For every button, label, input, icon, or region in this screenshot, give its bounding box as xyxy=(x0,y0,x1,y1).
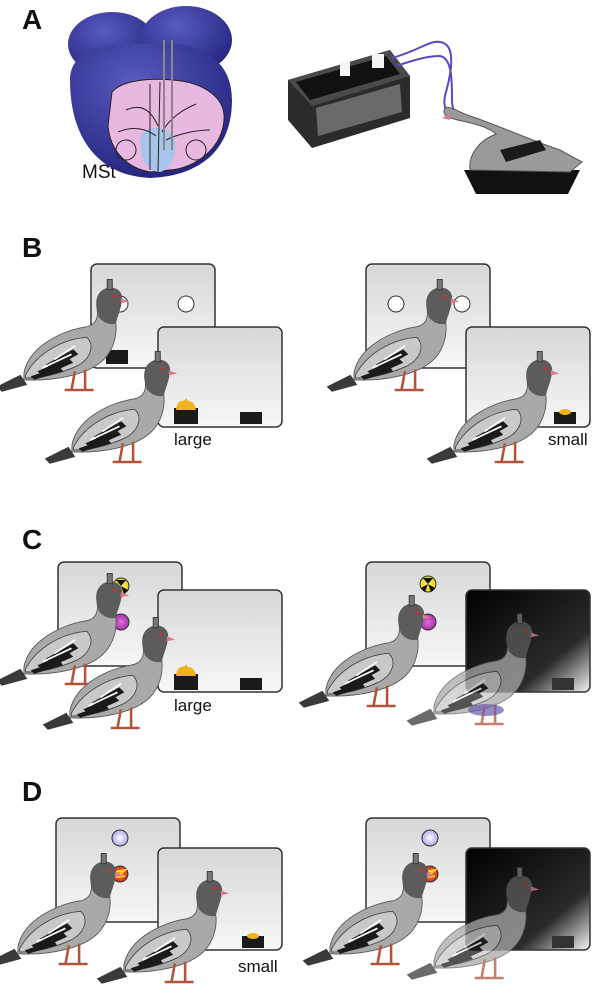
food-large-icon xyxy=(176,398,196,410)
panel-d-right-trial xyxy=(303,817,591,980)
reward-label-b-right: small xyxy=(548,430,588,449)
stimulus-circle xyxy=(387,295,405,313)
panel-letter-c: C xyxy=(22,524,43,555)
food-large-icon xyxy=(176,664,196,676)
panel-letter-d: D xyxy=(22,776,43,807)
reward-label-b-left: large xyxy=(174,430,212,449)
food-hopper xyxy=(240,412,262,424)
food-hopper xyxy=(552,678,574,690)
pigeon xyxy=(299,596,432,708)
panel-b-left-trial xyxy=(0,263,283,464)
food-hopper xyxy=(174,674,198,690)
food-hopper xyxy=(242,936,264,948)
stimulus-circle xyxy=(453,295,471,313)
panel-letter-a: A xyxy=(22,4,43,35)
food-hopper xyxy=(106,350,128,364)
reward-label-c-left: large xyxy=(174,696,212,715)
panel-letter-b: B xyxy=(22,232,43,263)
brain-illustration xyxy=(68,6,232,178)
syringe-pump-illustration xyxy=(288,40,461,148)
food-hopper xyxy=(174,408,198,424)
panel-c-right-trial xyxy=(299,561,591,726)
panel-b-right-trial xyxy=(327,263,591,464)
pigeon xyxy=(0,280,129,392)
food-hopper xyxy=(552,936,574,948)
food-hopper xyxy=(240,678,262,690)
panel-d-left-trial xyxy=(0,817,283,984)
mst-label: MSt xyxy=(82,162,116,183)
reward-label-d-right: small xyxy=(238,957,278,976)
restrained-pigeon-illustration xyxy=(442,106,583,194)
food-hopper xyxy=(554,412,576,424)
panel-c-left-trial xyxy=(0,561,283,730)
stimulus-lavender xyxy=(111,829,129,847)
food-small-icon xyxy=(247,933,259,939)
stimulus-lavender xyxy=(421,829,439,847)
food-small-icon xyxy=(559,409,571,415)
stimulus-circle xyxy=(177,295,195,313)
